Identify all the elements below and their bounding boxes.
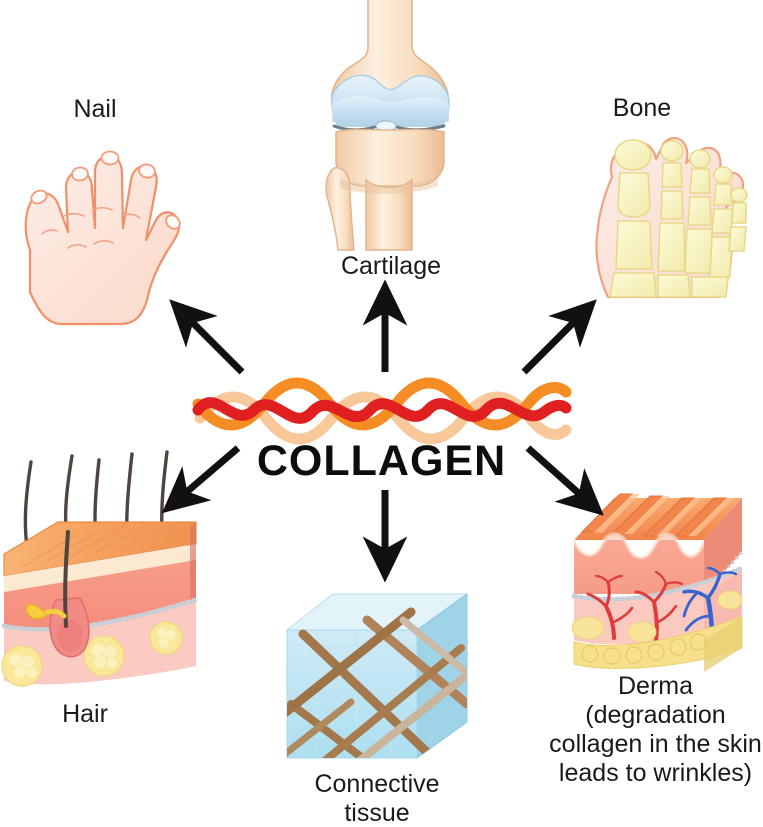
- page-title: COLLAGEN: [256, 437, 507, 485]
- arrow-to-nail: [169, 299, 245, 375]
- derma-label: Derma (degradation collagen in the skin …: [549, 672, 762, 787]
- arrow-to-hair: [161, 445, 241, 514]
- bone-label: Bone: [612, 94, 672, 122]
- skin-hair-follicle-block-icon: [0, 440, 199, 688]
- hair-label: Hair: [62, 700, 108, 728]
- connective-tissue-cube-icon: [281, 586, 473, 766]
- nail-label: Nail: [73, 95, 117, 123]
- arrow-to-derma: [525, 445, 604, 516]
- arrow-to-bone: [521, 299, 597, 375]
- hand-nail-icon: [0, 128, 190, 326]
- foot-skeleton-icon: [578, 131, 753, 303]
- cartilage-label: Cartilage: [340, 252, 442, 280]
- skin-wrinkle-block-icon: [566, 482, 756, 674]
- knee-joint-cartilage-icon: [316, 0, 466, 251]
- collagen-triple-helix-icon: [192, 377, 572, 445]
- connective-tissue-label: Connective tissue: [314, 770, 440, 827]
